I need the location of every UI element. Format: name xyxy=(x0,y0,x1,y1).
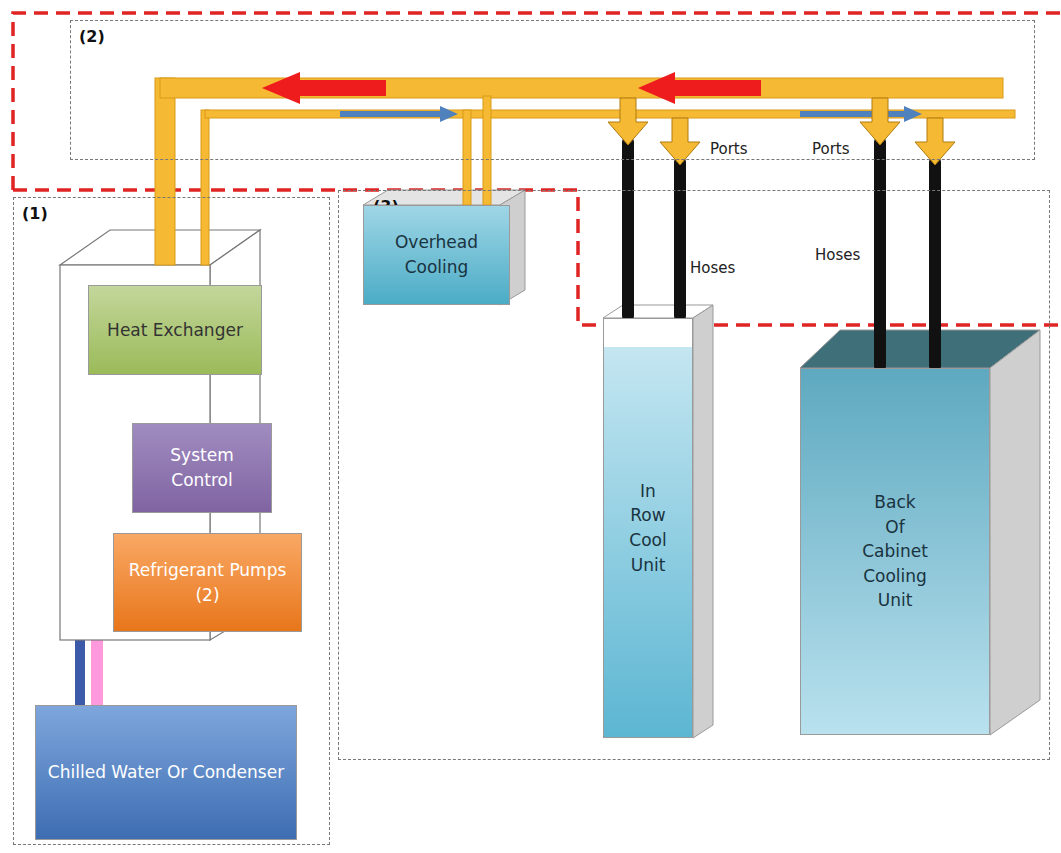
region-box: (1) Heat ExchangerSystem ControlRefrigera… xyxy=(13,197,330,845)
node-text: Heat Exchanger xyxy=(103,318,247,343)
unit-box: System Control xyxy=(132,423,272,513)
unit-box: In Row Cool Unit xyxy=(603,318,693,738)
node-text: Chilled Water Or Condenser xyxy=(44,760,288,785)
part-label: Hoses xyxy=(815,246,860,264)
unit-box: Heat Exchanger xyxy=(88,285,262,375)
unit-side xyxy=(693,305,713,738)
pipe-connector xyxy=(165,88,880,368)
node-text: In Row Cool Unit xyxy=(625,479,670,578)
region-box: (2) xyxy=(70,20,1035,160)
unit-box: Chilled Water Or Condenser xyxy=(35,705,297,840)
unit-box: Back Of Cabinet Cooling Unit xyxy=(800,368,990,735)
port-arrow xyxy=(608,98,955,165)
part-label: Ports xyxy=(710,140,748,158)
flow-arrow xyxy=(262,72,761,104)
node-text: System Control xyxy=(133,443,271,492)
node-text: (2) xyxy=(79,27,105,46)
unit-side xyxy=(990,330,1040,735)
unit-box: Overhead Cooling xyxy=(363,205,510,305)
node-text: Back Of Cabinet Cooling Unit xyxy=(858,490,932,613)
part-label: Hoses xyxy=(690,259,735,277)
part-label: Ports xyxy=(812,140,850,158)
node-text: (1) xyxy=(22,204,48,223)
node-text: Refrigerant Pumps (2) xyxy=(114,558,301,607)
unit-box: Refrigerant Pumps (2) xyxy=(113,533,302,632)
node-text: Overhead Cooling xyxy=(364,230,509,279)
